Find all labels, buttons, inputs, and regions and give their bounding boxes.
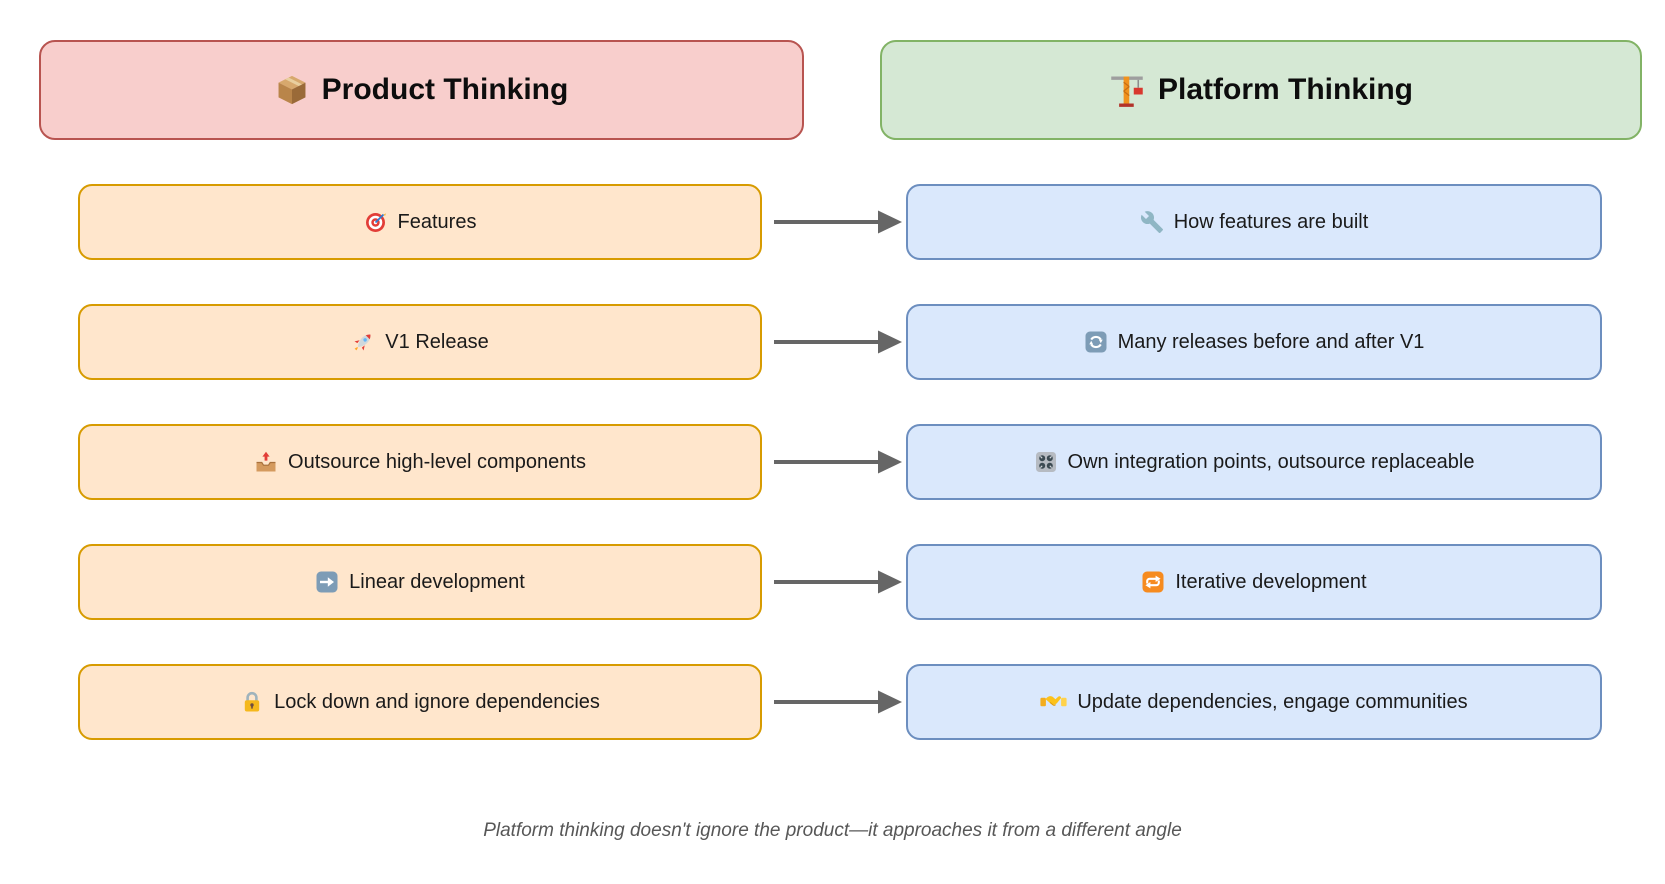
product-box-outsource: Outsource high-level components [78, 424, 762, 500]
platform-box-label: Own integration points, outsource replac… [1067, 450, 1475, 473]
control-knobs-icon [1034, 450, 1058, 474]
platform-box-label: How features are built [1173, 210, 1369, 233]
repeat-icon [1141, 570, 1165, 594]
platform-thinking-header: Platform Thinking [880, 40, 1642, 140]
product-box-label: Outsource high-level components [288, 450, 586, 473]
arrow-connector [762, 184, 906, 260]
right-arrow-icon [315, 570, 339, 594]
product-box-lock-dependencies: Lock down and ignore dependencies [78, 664, 762, 740]
outbox-tray-icon [254, 450, 278, 474]
platform-box-update-dependencies: Update dependencies, engage communities [906, 664, 1602, 740]
product-thinking-header: Product Thinking [39, 40, 804, 140]
product-box-v1-release: V1 Release [78, 304, 762, 380]
arrow-connector [762, 664, 906, 740]
platform-box-label: Iterative development [1175, 570, 1367, 593]
comparison-row: Linear development Iterative development [78, 544, 1602, 620]
lock-icon [240, 690, 264, 714]
comparison-row: Outsource high-level components [78, 424, 1602, 500]
comparison-row: V1 Release Many releases before and afte… [78, 304, 1602, 380]
comparison-row: Lock down and ignore dependencies Update… [78, 664, 1602, 740]
wrench-icon [1140, 210, 1164, 234]
product-box-features: Features [78, 184, 762, 260]
platform-box-many-releases: Many releases before and after V1 [906, 304, 1602, 380]
product-box-label: Features [397, 210, 477, 233]
cycle-arrows-icon [1084, 330, 1108, 354]
crane-icon [1109, 72, 1145, 108]
product-box-label: Lock down and ignore dependencies [274, 690, 600, 713]
platform-box-how-built: How features are built [906, 184, 1602, 260]
caption: Platform thinking doesn't ignore the pro… [483, 820, 1182, 841]
comparison-rows: Features How features are built [78, 184, 1602, 740]
product-header-label: Product Thinking [321, 73, 569, 106]
handshake-icon [1040, 691, 1067, 713]
arrow-connector [762, 304, 906, 380]
platform-box-integration-points: Own integration points, outsource replac… [906, 424, 1602, 500]
product-box-linear: Linear development [78, 544, 762, 620]
platform-box-label: Update dependencies, engage communities [1077, 690, 1468, 713]
platform-box-iterative: Iterative development [906, 544, 1602, 620]
arrow-connector [762, 544, 906, 620]
rocket-icon [351, 330, 375, 354]
product-box-label: Linear development [349, 570, 525, 593]
package-icon [275, 73, 309, 107]
target-icon [364, 210, 388, 234]
comparison-row: Features How features are built [78, 184, 1602, 260]
arrow-connector [762, 424, 906, 500]
platform-box-label: Many releases before and after V1 [1117, 330, 1425, 353]
platform-header-label: Platform Thinking [1158, 73, 1413, 106]
product-box-label: V1 Release [385, 330, 489, 353]
